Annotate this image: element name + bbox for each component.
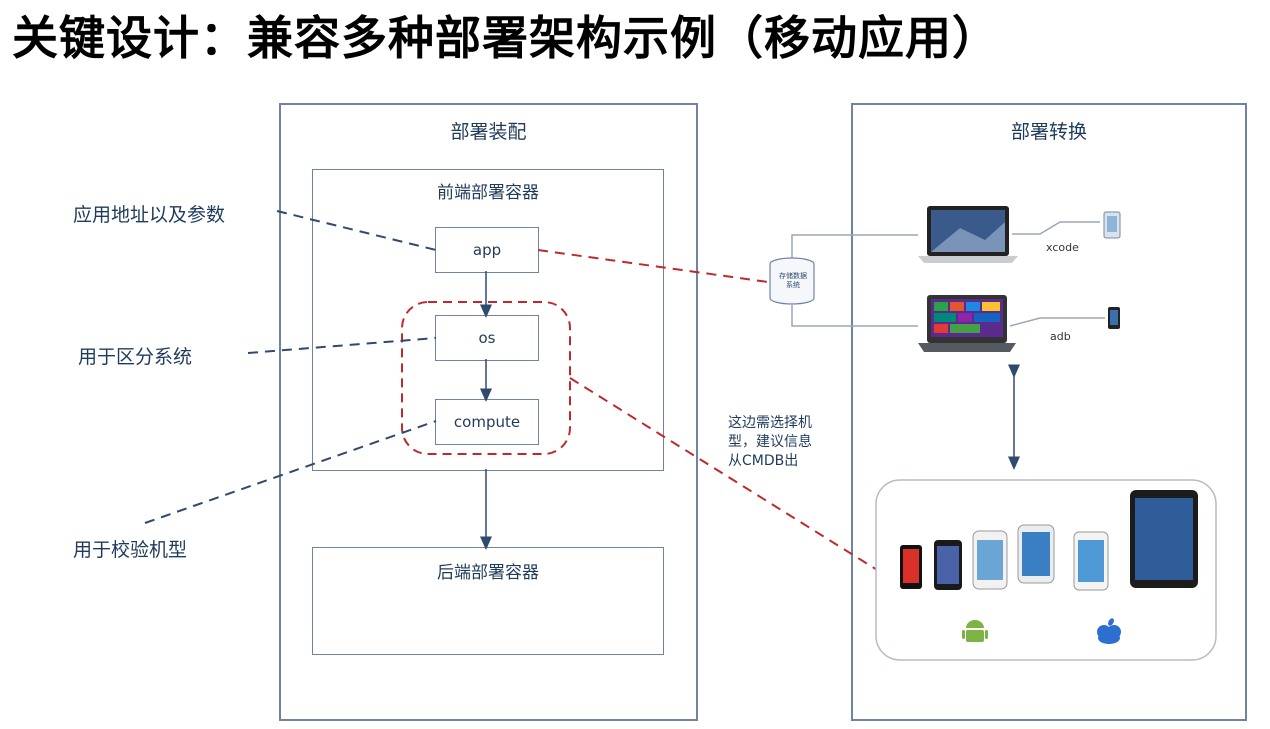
- red-line-group-devices: [569, 377, 891, 579]
- os-compute-group: [401, 301, 571, 455]
- windows-laptop-icon: [918, 295, 1016, 352]
- storage-cylinder-icon: [769, 257, 815, 305]
- annotation-app-params: 应用地址以及参数: [73, 204, 226, 226]
- annot-line-app: [276, 210, 437, 251]
- storage-label: 存储数据 系统: [775, 272, 811, 290]
- page-title: 关键设计：兼容多种部署架构示例（移动应用）: [12, 11, 999, 65]
- backend-container: 后端部署容器: [312, 547, 664, 655]
- phone-red-icon: [900, 545, 922, 589]
- galaxy-note-icon: [1073, 531, 1109, 591]
- storage-label-line2: 系统: [786, 281, 800, 289]
- cmdb-note: 这边需选择机 型，建议信息 从CMDB出: [728, 414, 838, 471]
- adb-line: [1009, 317, 1105, 327]
- deploy-transform-title: 部署转换: [1010, 121, 1087, 143]
- galaxy-phone-icon: [1017, 524, 1055, 584]
- annot-line-compute: [144, 420, 437, 524]
- red-line-app-storage: [537, 249, 769, 283]
- phone-black-icon: [934, 540, 962, 590]
- mac-laptop-icon: [918, 206, 1018, 263]
- cmdb-note-line1: 这边需选择机: [728, 415, 812, 431]
- compute-node: compute: [435, 399, 539, 445]
- cmdb-note-line2: 型，建议信息: [728, 434, 812, 450]
- cmdb-note-line3: 从CMDB出: [728, 453, 799, 469]
- xcode-label: xcode: [1046, 241, 1079, 254]
- ipad-icon: [1130, 490, 1198, 588]
- xcode-line: [1012, 221, 1100, 235]
- android-logo-icon: [962, 620, 988, 642]
- annotation-os-distinguish: 用于区分系统: [78, 346, 193, 368]
- deploy-assembly-title: 部署装配: [450, 121, 527, 143]
- frontend-container-title: 前端部署容器: [437, 183, 539, 203]
- storage-to-mac: [791, 234, 918, 258]
- storage-to-win: [791, 305, 918, 327]
- annotation-model-verify: 用于校验机型: [73, 539, 188, 561]
- annot-line-os: [247, 337, 437, 354]
- backend-container-title: 后端部署容器: [437, 563, 539, 583]
- android-device-small-icon: [1108, 307, 1120, 329]
- ios-device-small-icon: [1103, 211, 1121, 239]
- adb-label: adb: [1050, 330, 1071, 343]
- storage-label-line1: 存储数据: [779, 272, 807, 280]
- apple-logo-icon: [1097, 618, 1121, 644]
- iphone-white-icon: [972, 530, 1008, 590]
